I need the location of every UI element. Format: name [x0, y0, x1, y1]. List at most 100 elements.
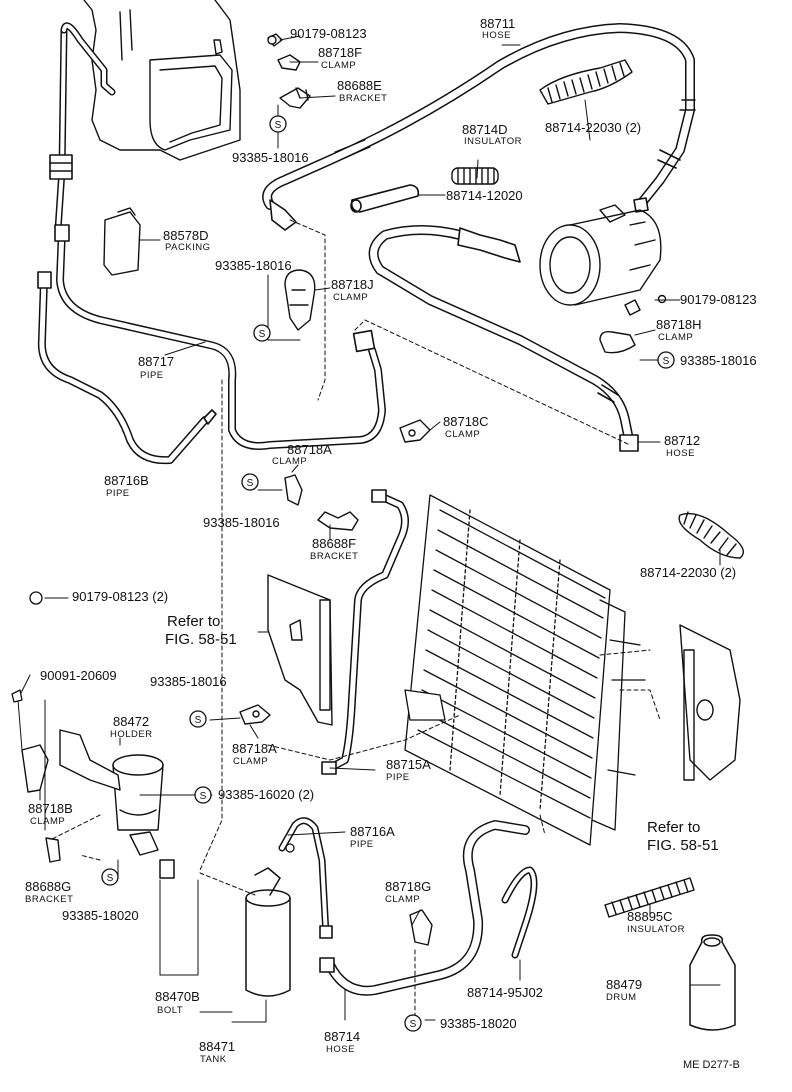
label-part-number: 88714-22030 (2) — [640, 565, 737, 580]
label-part-number: 93385-18016 — [215, 258, 292, 273]
label-part-name: INSULATOR — [627, 924, 685, 935]
washer-symbol-letter: S — [410, 1019, 417, 1030]
label-part-number: 88714-12020 — [446, 188, 523, 203]
label-part-name: TANK — [200, 1054, 227, 1065]
insulator-88714-22030-top — [539, 59, 633, 105]
label-part-name: BRACKET — [310, 551, 359, 562]
washer-letters: S S S S S S S S — [107, 120, 670, 1030]
pipe-88717-drawing — [54, 224, 386, 450]
washer-symbol-letter: S — [107, 873, 114, 884]
label-part-number: 88714 — [324, 1029, 361, 1044]
washer-symbol-letter: S — [195, 715, 202, 726]
label-part-number: 90179-08123 (2) — [72, 589, 169, 604]
washer-symbol-letter: S — [275, 120, 282, 131]
label-part-number: 88714D — [462, 122, 508, 137]
reference-line1: Refer to — [647, 819, 701, 836]
pipe-88716b-drawing — [37, 22, 217, 465]
small-parts — [239, 33, 667, 946]
hose-88712-drawing — [368, 225, 639, 452]
label-part-number: 88688G — [25, 879, 72, 894]
washer-symbol-letter: S — [247, 478, 254, 489]
label-part-number: 88718C — [443, 414, 489, 429]
label-part-number: 93385-16020 (2) — [218, 787, 315, 802]
compressor-drawing — [539, 204, 662, 306]
packing-88578d — [103, 207, 141, 276]
washer-symbol-letter: S — [200, 791, 207, 802]
label-part-number: 88718F — [318, 45, 363, 60]
label-part-name: PIPE — [350, 839, 374, 850]
hose-88711-drawing — [262, 23, 696, 231]
label-part-number: 88718A — [232, 741, 277, 756]
insulator-88895c — [604, 877, 695, 918]
label-part-number: 88718H — [656, 317, 702, 332]
leader-lines — [17, 35, 721, 1023]
insulator-88714-12020 — [350, 184, 420, 213]
label-part-number: 88578D — [163, 228, 209, 243]
label-part-name: HOSE — [666, 448, 695, 459]
label-part-name: CLAMP — [30, 816, 66, 827]
label-part-number: 93385-18020 — [62, 908, 139, 923]
label-part-name: CLAMP — [233, 756, 269, 767]
label-part-number: 93385-18016 — [680, 353, 757, 368]
label-part-number: 88717 — [138, 354, 175, 369]
hose-88714-drawing — [319, 820, 538, 996]
drum-88479-drawing — [689, 934, 736, 1031]
label-part-name: HOSE — [326, 1044, 355, 1055]
label-part-number: 88714-95J02 — [467, 985, 543, 1000]
label-part-number: 88479 — [606, 977, 643, 992]
label-part-number: 93385-18020 — [440, 1016, 517, 1031]
pipe-88716a-drawing — [278, 817, 333, 939]
dashed-leaders — [49, 219, 661, 1021]
label-part-number: 90179-08123 — [290, 26, 367, 41]
label-part-name: PIPE — [386, 772, 410, 783]
label-part-number: 88470B — [155, 989, 200, 1004]
reference-line2: FIG. 58-51 — [647, 837, 719, 854]
label-part-name: PIPE — [106, 488, 130, 499]
label-part-number: 88716B — [104, 473, 149, 488]
label-part-name: BOLT — [157, 1005, 184, 1016]
label-part-number: 88714-22030 (2) — [545, 120, 642, 135]
label-part-number: 88688E — [337, 78, 382, 93]
label-part-name: CLAMP — [385, 894, 421, 905]
label-part-number: 90091-20609 — [40, 668, 117, 683]
label-part-name: PIPE — [140, 370, 164, 381]
label-part-number: 88716A — [350, 824, 395, 839]
label-part-name: CLAMP — [333, 292, 369, 303]
label-part-name: HOLDER — [110, 729, 153, 740]
label-part-number: 88715A — [386, 757, 431, 772]
pipe-88715a-drawing — [321, 489, 409, 775]
condenser-drawing — [404, 494, 646, 846]
label-part-name: BRACKET — [339, 93, 388, 104]
washer-symbol-letter: S — [663, 356, 670, 367]
label-part-name: PACKING — [165, 242, 211, 253]
label-part-number: 88471 — [199, 1039, 236, 1054]
label-part-name: CLAMP — [272, 456, 308, 467]
label-part-number: 93385-18016 — [203, 515, 280, 530]
label-part-number: 88688F — [312, 536, 357, 551]
firewall-panel — [83, 0, 241, 161]
label-part-name: CLAMP — [658, 332, 694, 343]
label-part-name: CLAMP — [445, 429, 481, 440]
nut-symbols — [11, 591, 295, 853]
label-part-number: 88718A — [287, 442, 332, 457]
body-panel-left — [267, 574, 333, 726]
washer-symbols — [101, 115, 675, 1032]
label-part-number: 88895C — [627, 909, 673, 924]
reference-line1: Refer to — [167, 613, 221, 630]
body-panel-right — [679, 624, 741, 781]
label-part-number: 88718G — [385, 879, 432, 894]
label-part-number: 90179-08123 — [680, 292, 757, 307]
label-part-number: 88718J — [331, 277, 374, 292]
label-part-number: 88712 — [664, 433, 701, 448]
label-part-name: BRACKET — [25, 894, 74, 905]
label-part-name: INSULATOR — [464, 136, 522, 147]
label-part-number: 93385-18016 — [232, 150, 309, 165]
label-part-number: 93385-18016 — [150, 674, 227, 689]
label-part-name: HOSE — [482, 30, 511, 41]
insulator-88714-22030-right — [678, 511, 744, 559]
holder-88472-drawing — [21, 729, 164, 863]
label-part-number: 88472 — [113, 714, 150, 729]
label-part-name: DRUM — [606, 992, 637, 1003]
